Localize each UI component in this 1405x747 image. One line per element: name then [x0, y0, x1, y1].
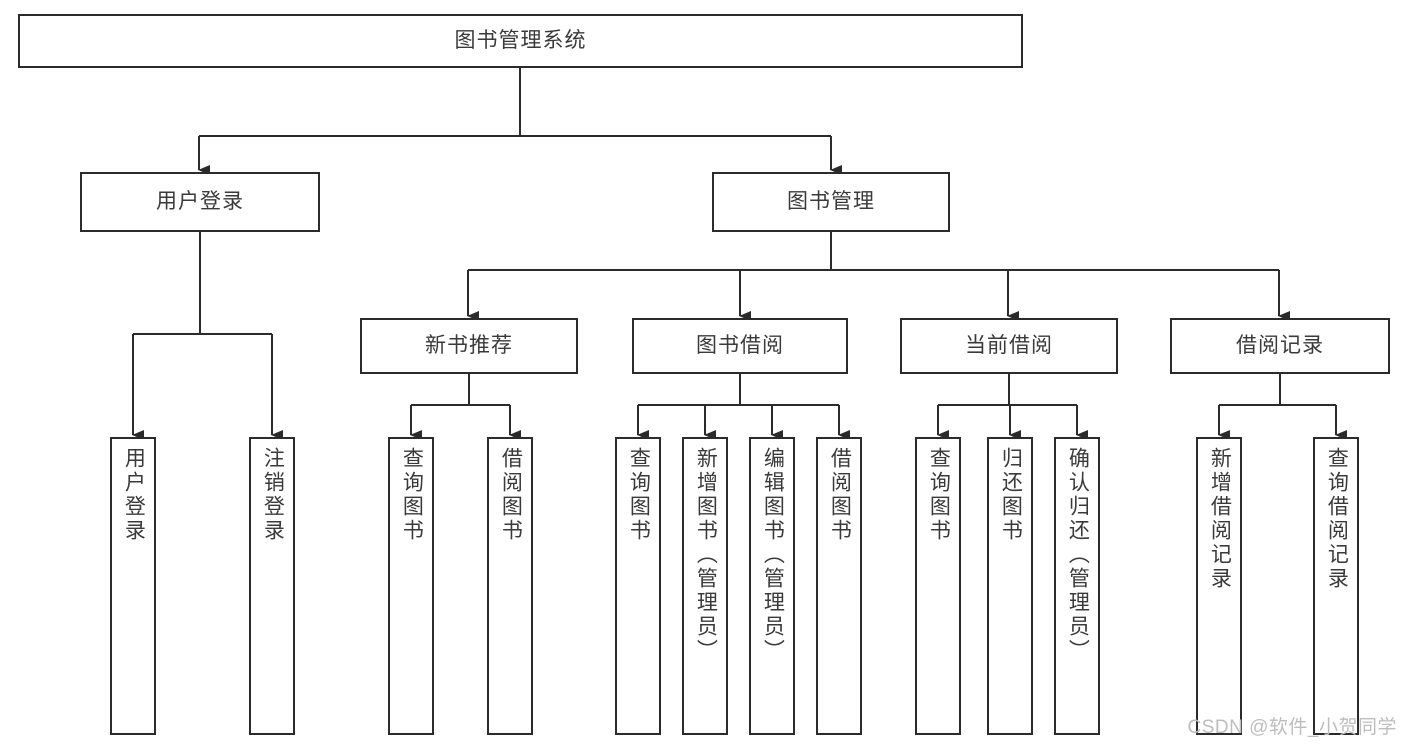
node-label: 借阅图书 — [499, 447, 523, 543]
node-label: 用户登录 — [122, 447, 146, 543]
node-label: 查询图书 — [627, 447, 651, 543]
leaf-leaf-edit-book[interactable]: 编辑图书（管理员） — [749, 437, 795, 735]
node-label: 编辑图书（管理员） — [761, 447, 785, 663]
node-label: 当前借阅 — [965, 334, 1053, 358]
leaf-leaf-query-record[interactable]: 查询借阅记录 — [1313, 437, 1359, 735]
leaf-leaf-query-book-3[interactable]: 查询图书 — [915, 437, 961, 735]
node-label: 查询图书 — [400, 447, 424, 543]
node-label: 图书管理 — [787, 190, 875, 214]
leaf-leaf-confirm-return[interactable]: 确认归还（管理员） — [1054, 437, 1100, 735]
node-current-borrow[interactable]: 当前借阅 — [900, 318, 1118, 374]
node-label: 查询图书 — [927, 447, 951, 543]
node-root[interactable]: 图书管理系统 — [18, 14, 1023, 68]
node-label: 图书借阅 — [696, 334, 784, 358]
node-borrow-record[interactable]: 借阅记录 — [1170, 318, 1390, 374]
leaf-leaf-return-book[interactable]: 归还图书 — [987, 437, 1033, 735]
leaf-leaf-add-record[interactable]: 新增借阅记录 — [1196, 437, 1242, 735]
node-label: 归还图书 — [999, 447, 1023, 543]
leaf-leaf-query-book-2[interactable]: 查询图书 — [615, 437, 661, 735]
node-label: 借阅记录 — [1236, 334, 1324, 358]
node-label: 借阅图书 — [828, 447, 852, 543]
leaf-leaf-add-book[interactable]: 新增图书（管理员） — [682, 437, 728, 735]
node-label: 注销登录 — [261, 447, 285, 543]
node-label: 新增借阅记录 — [1208, 447, 1232, 591]
leaf-leaf-query-book-1[interactable]: 查询图书 — [388, 437, 434, 735]
leaf-leaf-user-login[interactable]: 用户登录 — [110, 437, 156, 735]
node-label: 新增图书（管理员） — [694, 447, 718, 663]
node-label: 确认归还（管理员） — [1066, 447, 1090, 663]
leaf-leaf-borrow-book-2[interactable]: 借阅图书 — [816, 437, 862, 735]
node-label: 新书推荐 — [425, 334, 513, 358]
leaf-leaf-borrow-book-1[interactable]: 借阅图书 — [487, 437, 533, 735]
node-book-manage[interactable]: 图书管理 — [712, 172, 950, 232]
node-user-login[interactable]: 用户登录 — [80, 172, 320, 232]
node-label: 用户登录 — [156, 190, 244, 214]
node-book-borrow[interactable]: 图书借阅 — [632, 318, 848, 374]
node-label: 查询借阅记录 — [1325, 447, 1349, 591]
node-label: 图书管理系统 — [454, 29, 587, 53]
node-new-book-recommend[interactable]: 新书推荐 — [360, 318, 578, 374]
leaf-leaf-logout[interactable]: 注销登录 — [249, 437, 295, 735]
